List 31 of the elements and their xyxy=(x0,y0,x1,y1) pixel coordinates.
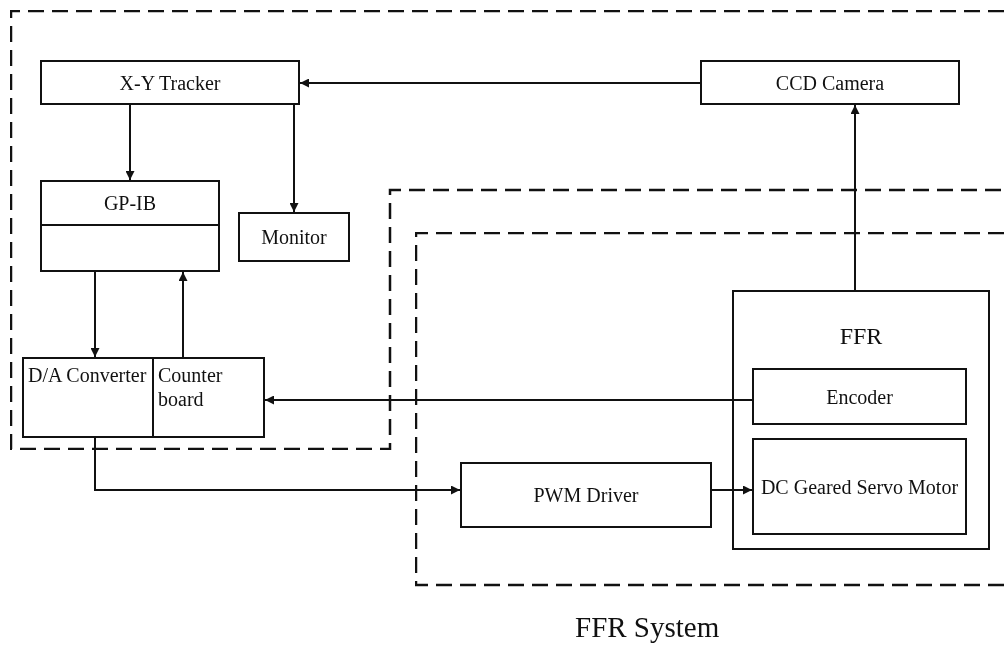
node-label: DC Geared Servo Motor xyxy=(760,474,959,499)
node-label: FFR xyxy=(838,322,884,351)
node-label: Counter board xyxy=(158,363,224,411)
process-box xyxy=(460,462,712,528)
arrow xyxy=(289,104,299,213)
process-box xyxy=(40,224,220,272)
process-box xyxy=(40,180,220,226)
arrow xyxy=(711,485,753,495)
process-box xyxy=(40,60,300,105)
arrow xyxy=(264,395,753,405)
node-label: D/A Converter xyxy=(28,363,148,387)
process-box xyxy=(152,357,265,438)
arrow xyxy=(178,271,188,358)
node-label: Monitor xyxy=(260,225,328,249)
dashed-region xyxy=(10,10,1004,450)
arrow xyxy=(125,104,135,181)
node-label: FFR System xyxy=(575,610,720,645)
node-label: CCD Camera xyxy=(774,70,886,95)
process-box xyxy=(752,368,967,425)
arrow xyxy=(850,104,860,291)
process-box xyxy=(752,438,967,535)
arrow xyxy=(90,271,100,358)
arrow xyxy=(299,78,701,88)
node-label: X-Y Tracker xyxy=(118,70,222,95)
process-box xyxy=(238,212,350,262)
process-box xyxy=(700,60,960,105)
node-label: Encoder xyxy=(825,384,894,409)
arrow xyxy=(94,437,461,495)
node-label: GP-IB xyxy=(102,191,158,215)
node-label: PWM Driver xyxy=(532,483,640,507)
process-box xyxy=(22,357,154,438)
